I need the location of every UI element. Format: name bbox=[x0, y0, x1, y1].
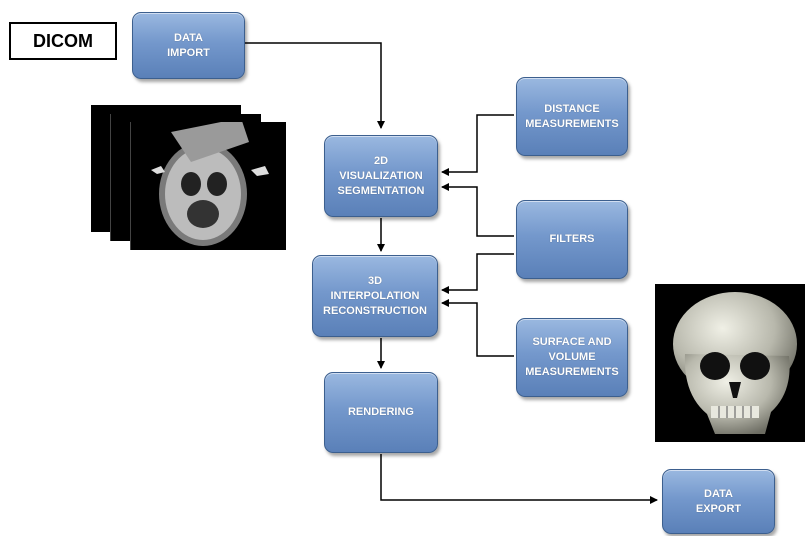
node-label-line: MEASUREMENTS bbox=[525, 117, 619, 130]
filters-node: FILTERS bbox=[516, 200, 628, 279]
node-label-line: FILTERS bbox=[549, 233, 595, 245]
interpolation-reconstruction-node: 3D INTERPOLATION RECONSTRUCTION bbox=[312, 255, 438, 337]
node-label-line: IMPORT bbox=[167, 46, 210, 59]
ct-skull-slice-icon bbox=[151, 118, 269, 246]
node-label-line: DISTANCE bbox=[544, 102, 600, 115]
node-label-line: 3D bbox=[367, 274, 383, 287]
arrow-rendering-to-export bbox=[380, 454, 658, 504]
node-label-line: DATA bbox=[174, 31, 203, 44]
arrow-surface-to-3d bbox=[441, 299, 514, 357]
rendering-node: RENDERING bbox=[324, 372, 438, 453]
dicom-label: DICOM bbox=[9, 22, 117, 60]
node-label-line: VOLUME bbox=[548, 351, 596, 363]
node-label-line: 2D bbox=[373, 154, 389, 167]
distance-measurements-node: DISTANCE MEASUREMENTS bbox=[516, 77, 628, 156]
node-label-line: SEGMENTATION bbox=[337, 184, 425, 197]
data-import-node: DATA IMPORT bbox=[132, 12, 245, 79]
node-label-line: RENDERING bbox=[347, 406, 414, 418]
arrow-filters-to-2d bbox=[441, 183, 514, 237]
node-label-line: INTERPOLATION bbox=[330, 289, 420, 302]
node-label-line: SURFACE AND bbox=[532, 336, 612, 348]
arrow-import-to-2d bbox=[245, 42, 385, 129]
node-label-line: RECONSTRUCTION bbox=[323, 304, 427, 317]
node-label-line: MEASUREMENTS bbox=[525, 366, 619, 378]
skull-icon bbox=[673, 292, 797, 434]
surface-volume-measurements-node: SURFACE AND VOLUME MEASUREMENTS bbox=[516, 318, 628, 397]
node-label-line: DATA bbox=[704, 487, 733, 500]
data-export-node: DATA EXPORT bbox=[662, 469, 775, 534]
visualization-segmentation-node: 2D VISUALIZATION SEGMENTATION bbox=[324, 135, 438, 217]
node-label-line: VISUALIZATION bbox=[339, 169, 423, 182]
arrow-filters-to-3d bbox=[441, 253, 514, 294]
3d-skull-rendering-image bbox=[655, 284, 805, 442]
node-label-line: EXPORT bbox=[695, 502, 742, 515]
arrow-distance-to-2d bbox=[441, 114, 514, 176]
